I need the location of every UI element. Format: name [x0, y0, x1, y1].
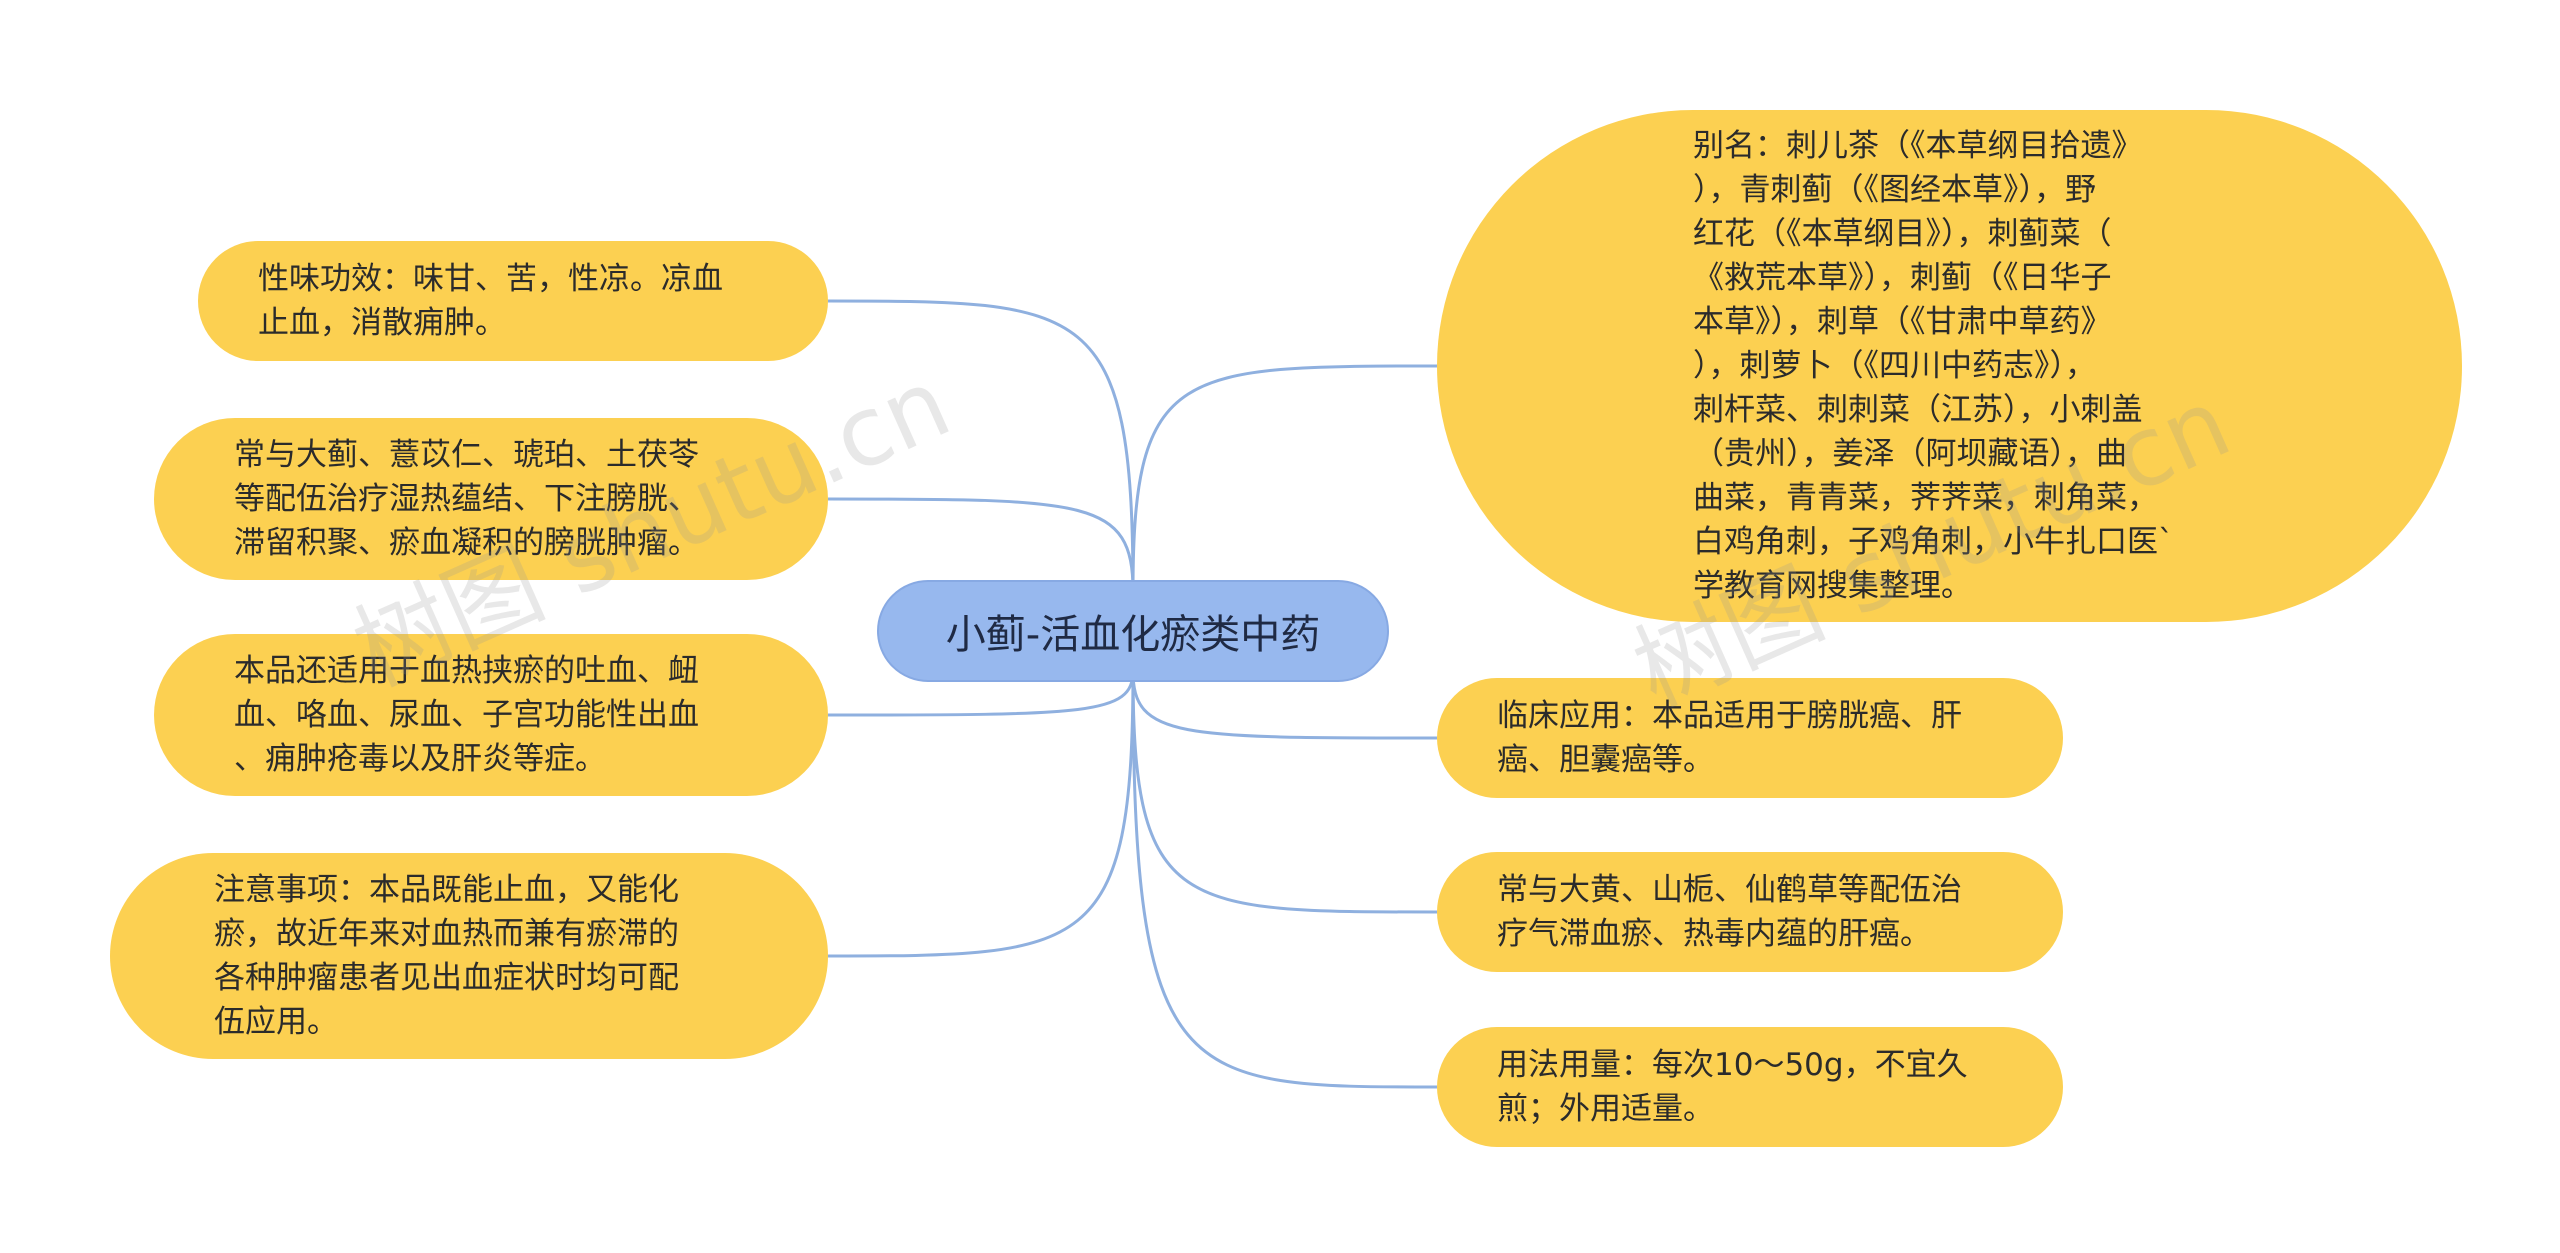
topic-label: 性味功效：味甘、苦，性凉。凉血 止血，消散痈肿。: [258, 261, 723, 341]
topic-properties-effects[interactable]: 性味功效：味甘、苦，性凉。凉血 止血，消散痈肿。: [198, 241, 828, 361]
topic-liver-cancer-combination[interactable]: 常与大黄、山栀、仙鹤草等配伍治 疗气滞血瘀、热毒内蕴的肝癌。: [1437, 852, 2063, 972]
topic-label: 常与大蓟、薏苡仁、琥珀、土茯苓 等配伍治疗湿热蕴结、下注膀胱、 滞留积聚、瘀血凝…: [234, 437, 699, 561]
topic-indications-bleeding[interactable]: 本品还适用于血热挟瘀的吐血、衄 血、咯血、尿血、子宫功能性出血 、痈肿疮毒以及肝…: [154, 634, 828, 796]
connector-r2: [1131, 670, 1438, 740]
topic-bladder-tumor-combination[interactable]: 常与大蓟、薏苡仁、琥珀、土茯苓 等配伍治疗湿热蕴结、下注膀胱、 滞留积聚、瘀血凝…: [154, 418, 828, 580]
topic-label: 临床应用：本品适用于膀胱癌、肝 癌、胆囊癌等。: [1497, 698, 1962, 778]
topic-label: 用法用量：每次10～50g，不宜久 煎；外用适量。: [1497, 1047, 1968, 1127]
connector-l3: [827, 670, 1135, 717]
connector-l2: [827, 497, 1135, 592]
connector-r1: [1131, 364, 1438, 592]
topic-label: 别名：刺儿茶（《本草纲目拾遗》 ），青刺蓟（《图经本草》），野 红花（《本草纲目…: [1693, 128, 2174, 604]
topic-clinical-application[interactable]: 临床应用：本品适用于膀胱癌、肝 癌、胆囊癌等。: [1437, 678, 2063, 798]
topic-label: 常与大黄、山栀、仙鹤草等配伍治 疗气滞血瘀、热毒内蕴的肝癌。: [1497, 872, 1962, 952]
connector-r3: [1131, 670, 1438, 914]
connector-r4: [1131, 670, 1438, 1089]
connector-l4: [827, 670, 1135, 958]
central-topic[interactable]: 小蓟-活血化瘀类中药: [877, 580, 1389, 682]
topic-precautions[interactable]: 注意事项：本品既能止血，又能化 瘀，故近年来对血热而兼有瘀滞的 各种肿瘤患者见出…: [110, 853, 828, 1059]
topic-label: 注意事项：本品既能止血，又能化 瘀，故近年来对血热而兼有瘀滞的 各种肿瘤患者见出…: [214, 872, 679, 1040]
connector-l1: [827, 299, 1135, 592]
central-topic-label: 小蓟-活血化瘀类中药: [945, 612, 1321, 658]
topic-dosage[interactable]: 用法用量：每次10～50g，不宜久 煎；外用适量。: [1437, 1027, 2063, 1147]
topic-alias-names[interactable]: 别名：刺儿茶（《本草纲目拾遗》 ），青刺蓟（《图经本草》），野 红花（《本草纲目…: [1437, 110, 2462, 622]
topic-label: 本品还适用于血热挟瘀的吐血、衄 血、咯血、尿血、子宫功能性出血 、痈肿疮毒以及肝…: [234, 653, 699, 777]
